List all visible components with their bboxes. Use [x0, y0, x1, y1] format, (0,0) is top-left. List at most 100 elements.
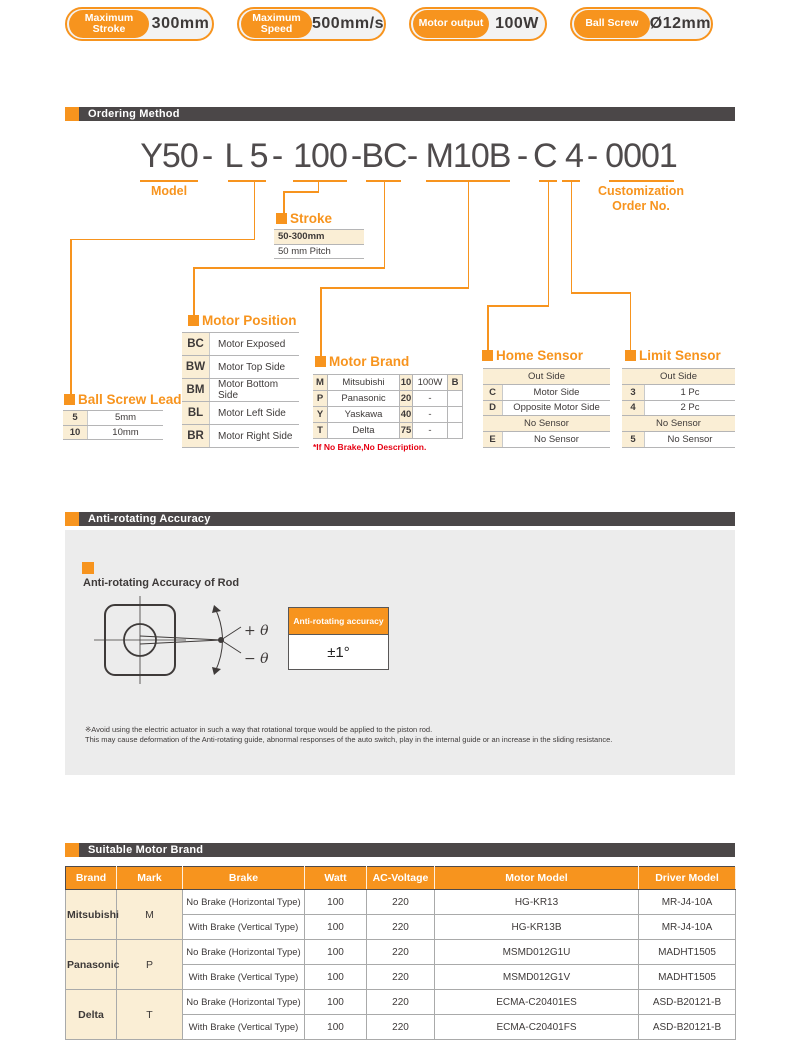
pivot-dot	[218, 637, 224, 643]
rod-cross-section-diagram: + θ − θ	[94, 596, 269, 684]
brand-cell: Mitsubishi	[65, 889, 119, 940]
connector-line	[629, 292, 631, 352]
connector-line	[571, 292, 631, 294]
badge-value: Ø12mm	[649, 15, 711, 32]
table-cell: 220	[366, 939, 435, 965]
code-separator: -	[201, 137, 213, 175]
motor-position-title-text: Motor Position	[202, 313, 297, 328]
table-cell: No Brake (Horizontal Type)	[182, 939, 305, 965]
sensor-label: 2 Pc	[680, 402, 700, 414]
table-row-span: No Sensor	[483, 416, 610, 433]
connector-line	[487, 305, 489, 351]
table-cell: MSMD012G1V	[434, 964, 639, 990]
orange-square-icon	[315, 356, 326, 367]
anti-rotating-panel	[65, 530, 735, 775]
angle-ray-plus	[220, 626, 242, 641]
sensor-code: 3	[622, 384, 645, 400]
motor-brand-cell	[448, 423, 463, 438]
table-cell: 100	[304, 889, 367, 915]
accuracy-table-value: ±1°	[288, 635, 389, 670]
connector-line	[253, 182, 255, 239]
motor-position-code: BC	[182, 333, 210, 355]
stroke-title-text: Stroke	[290, 211, 333, 226]
orange-square-icon	[482, 350, 493, 361]
badge-value: 300mm	[151, 15, 210, 32]
motor-brand-cell: 20	[400, 391, 413, 406]
orange-square-icon	[65, 107, 79, 121]
connector-line	[320, 287, 469, 289]
motor-brand-cell: P	[313, 391, 328, 406]
sensor-code: C	[483, 384, 503, 400]
code-separator: -	[350, 137, 362, 175]
code-underline	[140, 180, 198, 182]
table-row-span: No Sensor	[622, 416, 735, 433]
connector-line	[283, 191, 285, 215]
badge-label-line: Speed	[260, 23, 293, 35]
motor-brand-cell: -	[413, 407, 448, 422]
table-cell: 220	[366, 914, 435, 940]
code-underline	[228, 180, 266, 182]
section-title-ordering-method: Ordering Method	[88, 108, 180, 120]
code-underline	[609, 180, 674, 182]
table-cell: 100	[304, 964, 367, 990]
angle-ray-minus	[220, 639, 242, 654]
section-bar-ordering-method: Ordering Method	[65, 107, 735, 121]
code-part: BC	[361, 137, 407, 175]
badge-label-line: Stroke	[92, 23, 126, 35]
motor-position-code: BM	[182, 379, 210, 401]
table-row-span: Out Side	[622, 369, 735, 385]
column-header: AC-Voltage	[366, 866, 435, 890]
sensor-code: 5	[622, 432, 645, 447]
orange-square-icon	[65, 843, 79, 857]
connector-line	[283, 191, 319, 193]
connector-line	[570, 182, 572, 293]
badge-label-line: Maximum	[252, 11, 301, 24]
code-part: L 5	[224, 137, 268, 175]
code-underline	[562, 180, 580, 182]
anti-rotating-note-1: ※Avoid using the electric actuator in su…	[85, 725, 433, 734]
sensor-label: No Sensor	[534, 434, 579, 446]
angle-line-upper	[139, 635, 222, 641]
orange-square-icon	[64, 394, 75, 405]
table-row-span: Out Side	[483, 369, 610, 385]
brand-cell: Delta	[65, 989, 117, 1040]
motor-brand-cell: Yaskawa	[328, 407, 400, 422]
badge-label: Ball Screw	[574, 10, 650, 38]
column-header: Driver Model	[638, 866, 736, 890]
sensor-code: 4	[622, 400, 645, 416]
connector-line	[467, 182, 469, 288]
connector-line	[70, 238, 255, 240]
motor-position-title: Motor Position	[188, 313, 297, 328]
connector-line	[193, 267, 195, 317]
lead-value: 5mm	[114, 412, 137, 424]
home-sensor-title: Home Sensor	[482, 348, 583, 363]
accuracy-table-header: Anti-rotating accuracy	[288, 607, 389, 635]
lead-value: 10mm	[112, 426, 139, 438]
motor-position-label: Motor Left Side	[218, 407, 286, 419]
code-separator: -	[271, 137, 283, 175]
badge-value: 100W	[495, 15, 539, 32]
motor-brand-cell: M	[313, 375, 328, 390]
badge-label: Motor output	[413, 10, 489, 38]
connector-line	[487, 305, 549, 307]
motor-brand-cell: Panasonic	[328, 391, 400, 406]
sensor-code: D	[483, 400, 503, 416]
code-underline	[539, 180, 557, 182]
motor-brand-cell: 40	[400, 407, 413, 422]
rotation-arc	[214, 607, 223, 673]
customization-label: Customization Order No.	[598, 184, 684, 214]
orange-square-icon	[276, 213, 287, 224]
